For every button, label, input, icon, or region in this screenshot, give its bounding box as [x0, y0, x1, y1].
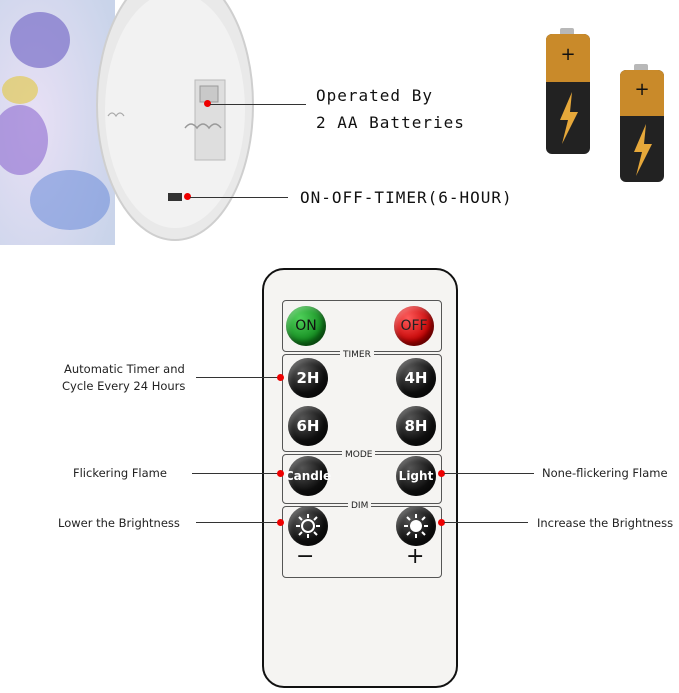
- timer-annotation-dot: [277, 374, 284, 381]
- flicker-annotation-line: [192, 473, 280, 474]
- battery-icon: +: [620, 64, 664, 182]
- battery-callout-dot: [204, 100, 211, 107]
- lower-brightness-line: [196, 522, 280, 523]
- dim-down-button[interactable]: [288, 506, 328, 546]
- candle-bottom-image: [0, 0, 254, 245]
- svg-text:+: +: [634, 79, 649, 100]
- increase-brightness-annotation: Increase the Brightness: [537, 516, 674, 530]
- no-flicker-annotation-dot: [438, 470, 445, 477]
- increase-brightness-dot: [438, 519, 445, 526]
- dim-up-button[interactable]: [396, 506, 436, 546]
- no-flicker-annotation-line: [444, 473, 534, 474]
- remote-control: ON OFF TIMER 2H 4H 6H 8H MODE Candle Lig…: [262, 268, 458, 688]
- timer-annotation-line1: Automatic Timer and: [64, 362, 185, 376]
- timer-8h-button[interactable]: 8H: [396, 406, 436, 446]
- on-button[interactable]: ON: [286, 306, 326, 346]
- timer-6h-button[interactable]: 6H: [288, 406, 328, 446]
- candle-mode-button[interactable]: Candle: [285, 456, 331, 496]
- battery-callout-line1: Operated By: [316, 86, 433, 105]
- timer-annotation-line2: Cycle Every 24 Hours: [62, 379, 186, 393]
- svg-text:+: +: [560, 44, 575, 65]
- lower-brightness-dot: [277, 519, 284, 526]
- flicker-annotation: Flickering Flame: [73, 466, 167, 480]
- dim-title: DIM: [348, 501, 372, 511]
- off-button[interactable]: OFF: [394, 306, 434, 346]
- batteries-image: + +: [546, 28, 664, 182]
- mode-title: MODE: [342, 450, 376, 460]
- battery-icon: +: [546, 28, 590, 154]
- minus-sign: −: [296, 544, 315, 569]
- switch-callout-dot: [184, 193, 191, 200]
- switch-callout-line: [190, 197, 288, 198]
- switch-callout-text: ON-OFF-TIMER(6-HOUR): [300, 188, 513, 207]
- timer-title: TIMER: [340, 350, 374, 360]
- timer-annotation-line: [196, 377, 280, 378]
- increase-brightness-line: [444, 522, 528, 523]
- battery-callout-line: [210, 104, 306, 105]
- lower-brightness-annotation: Lower the Brightness: [58, 516, 180, 530]
- light-mode-button[interactable]: Light: [396, 456, 436, 496]
- no-flicker-annotation: None-flickering Flame: [542, 466, 668, 480]
- timer-4h-button[interactable]: 4H: [396, 358, 436, 398]
- sun-filled-icon: [404, 514, 428, 538]
- sun-outline-icon: [296, 514, 320, 538]
- plus-sign: +: [406, 544, 425, 569]
- flicker-annotation-dot: [277, 470, 284, 477]
- battery-callout-line2: 2 AA Batteries: [316, 113, 465, 132]
- timer-2h-button[interactable]: 2H: [288, 358, 328, 398]
